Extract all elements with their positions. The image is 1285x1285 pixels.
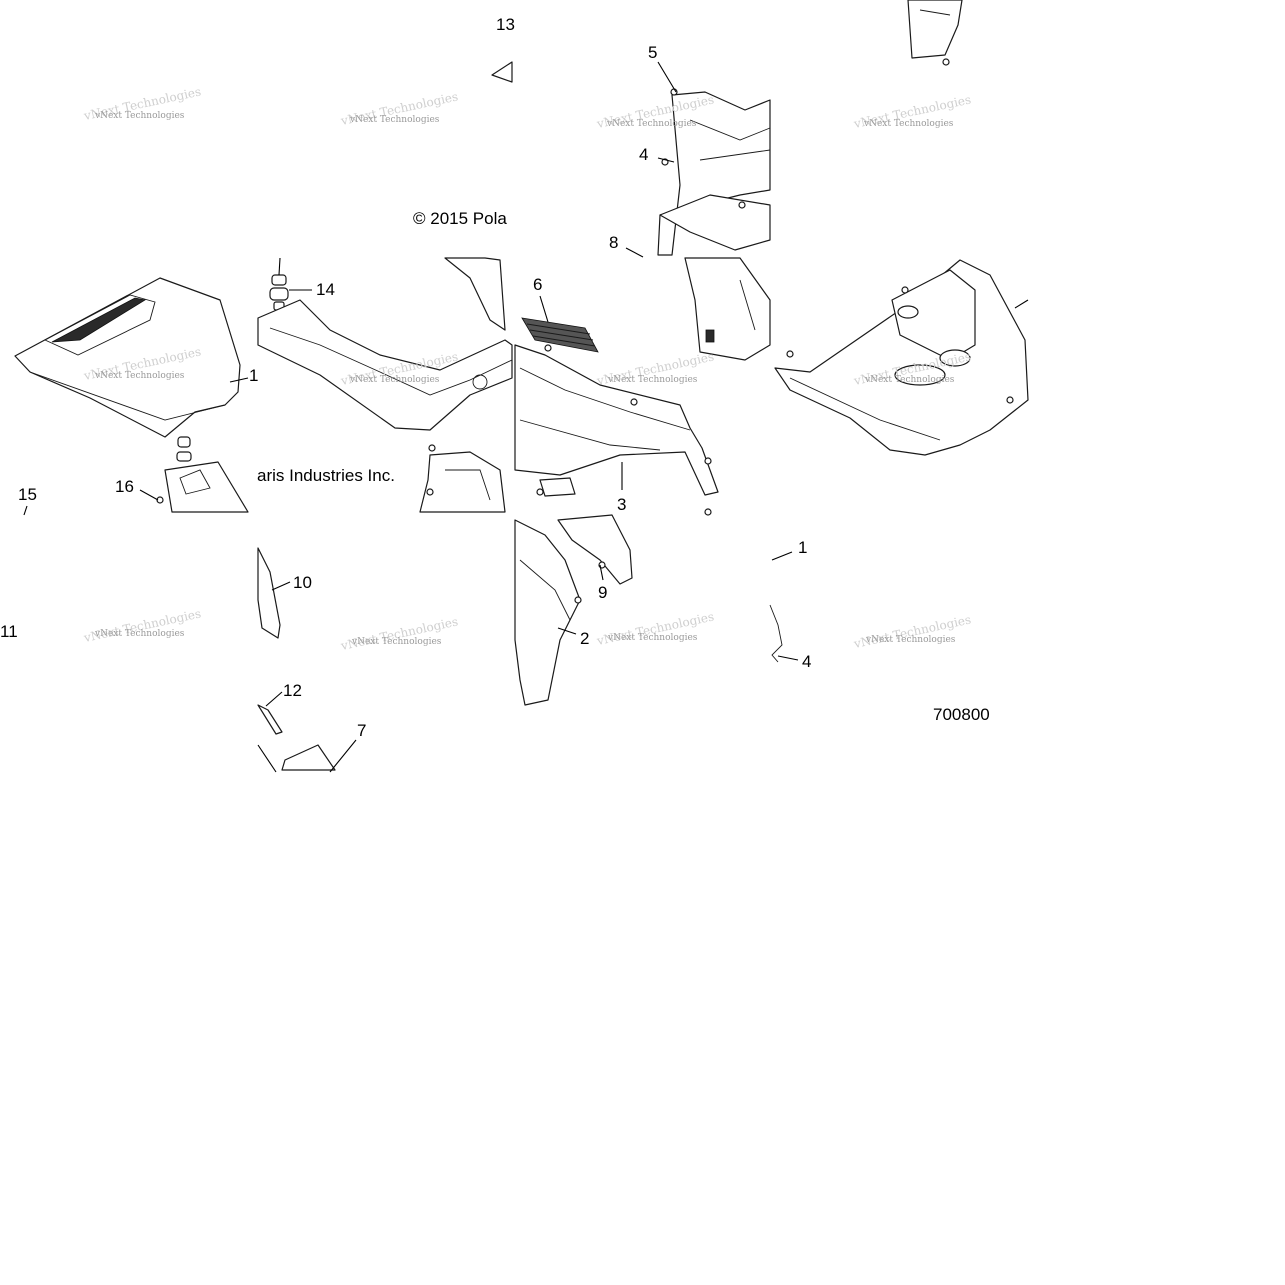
dash-frame-panel bbox=[257, 257, 513, 513]
callout-1: 1 bbox=[249, 366, 258, 385]
callout-labels: 13 5 4 8 6 14 1 16 15 3 10 11 9 2 1 4 12… bbox=[0, 15, 811, 740]
hood-latch-bracket bbox=[156, 436, 249, 513]
callout-4: 4 bbox=[639, 145, 648, 164]
watermark-text: vNext Technologies bbox=[94, 629, 185, 639]
callout-9: 9 bbox=[598, 583, 607, 602]
watermark-text: vNext Technologies bbox=[607, 375, 698, 385]
callout-16: 16 bbox=[115, 477, 134, 496]
wire-1-4 bbox=[769, 604, 783, 663]
clip-12 bbox=[257, 704, 283, 773]
callout-4b: 4 bbox=[802, 652, 811, 671]
callout-12: 12 bbox=[283, 681, 302, 700]
upright-bracket bbox=[907, 0, 963, 66]
vent-grill-and-panel bbox=[514, 317, 719, 516]
console-lower bbox=[684, 257, 771, 361]
drawing-number: 700800 bbox=[933, 705, 990, 724]
watermark-text: vNext Technologies bbox=[351, 637, 442, 647]
side-panel bbox=[514, 514, 633, 706]
callout-3: 3 bbox=[617, 495, 626, 514]
copyright-fragment-left: © 2015 Pola bbox=[413, 209, 507, 228]
watermark-text: vNext Technologies bbox=[607, 633, 698, 643]
watermark-text: vNext Technologies bbox=[94, 371, 185, 381]
center-console bbox=[657, 88, 771, 256]
side-trim-10 bbox=[257, 547, 281, 639]
callout-1b: 1 bbox=[798, 538, 807, 557]
callout-10: 10 bbox=[293, 573, 312, 592]
watermark-text: vNext Technologies bbox=[865, 635, 956, 645]
watermark-text: vNext Technologies bbox=[94, 111, 185, 121]
callout-13: 13 bbox=[496, 15, 515, 34]
callout-8: 8 bbox=[609, 233, 618, 252]
watermark-text: vNext Technologies bbox=[864, 375, 955, 385]
floor-panel bbox=[774, 259, 1029, 456]
callout-14: 14 bbox=[316, 280, 335, 299]
callout-15: 15 bbox=[18, 485, 37, 504]
callout-5: 5 bbox=[648, 43, 657, 62]
bracket-7 bbox=[281, 744, 336, 771]
leader-lines bbox=[23, 61, 1029, 773]
callout-2: 2 bbox=[580, 629, 589, 648]
watermark-text: vNext Technologies bbox=[349, 115, 440, 125]
watermark-text: vNext Technologies bbox=[863, 119, 954, 129]
watermark-text: vNext Technologies bbox=[606, 119, 697, 129]
callout-6: 6 bbox=[533, 275, 542, 294]
copyright-fragment-right: aris Industries Inc. bbox=[257, 466, 395, 485]
watermark-text: vNext Technologies bbox=[349, 375, 440, 385]
callout-7: 7 bbox=[357, 721, 366, 740]
hood-panel bbox=[14, 277, 241, 438]
callout-11: 11 bbox=[0, 622, 18, 641]
bracket-13 bbox=[491, 61, 513, 83]
